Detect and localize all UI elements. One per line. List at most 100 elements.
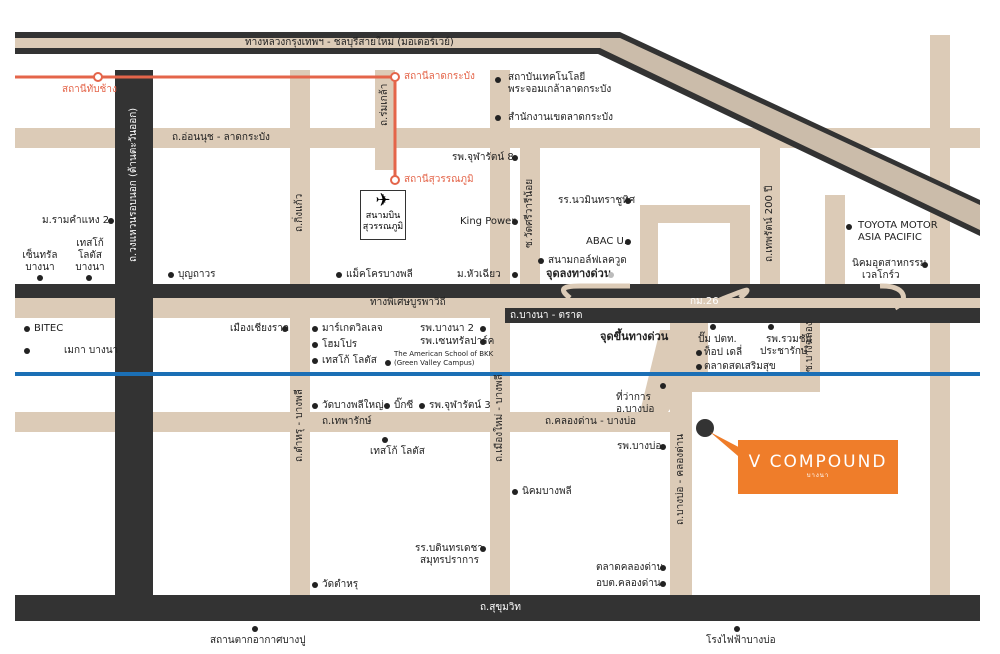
place-huachiew: ม.หัวเฉียว	[457, 269, 501, 280]
place-marker	[24, 326, 30, 332]
place-makro-bangphli: แม็คโครบางพลี	[346, 269, 413, 280]
place-marker	[660, 444, 666, 450]
road-diagonal	[640, 330, 690, 412]
place-district-office-2: อ.บางบ่อ	[616, 404, 655, 415]
place-marker	[660, 581, 666, 587]
road-label-kingkaeo: ถ.กิ่งแก้ว	[294, 193, 305, 232]
ramp-left	[561, 283, 630, 300]
road-onnut	[15, 128, 980, 148]
place-bangpu-station: สถานตากอากาศบางปู	[210, 635, 306, 646]
place-american-school-1: The American School of BKK	[394, 350, 494, 358]
place-district-office-1: ที่ว่าการ	[616, 392, 651, 403]
place-marker	[696, 364, 702, 370]
place-marker	[922, 262, 928, 268]
road-label-wat-srivaree: ซ.วัดศรีวารีน้อย	[524, 178, 535, 248]
place-ruamchai-2: ประชารักษ์	[760, 346, 808, 357]
place-marker	[336, 272, 342, 278]
place-bangbo-power: โรงไฟฟ้าบางบ่อ	[706, 635, 776, 646]
place-king-power: King Power	[460, 216, 516, 227]
place-marker	[625, 198, 631, 204]
station-thapchang-label: สถานีทับช้าง	[62, 84, 117, 95]
place-marker	[312, 326, 318, 332]
place-marker	[734, 626, 740, 632]
place-klongdan-market: ตลาดคลองด่าน	[596, 562, 664, 573]
place-marker	[660, 565, 666, 571]
place-bunthavorn: บุญถาวร	[178, 269, 216, 280]
place-marker	[480, 546, 486, 552]
place-lotus-bangna-1: เทสโก้	[76, 238, 104, 249]
road-motorway-inner	[600, 38, 980, 230]
place-ruamchai-1: รพ.รวมชัย	[766, 334, 812, 345]
place-marker	[710, 324, 716, 330]
place-marker	[660, 383, 666, 389]
place-marker	[382, 437, 388, 443]
place-latkrabang-office: สำนักงานเขตลาดกระบัง	[508, 112, 613, 123]
place-marker	[512, 155, 518, 161]
place-marker	[37, 275, 43, 281]
place-toyota-2: ASIA PACIFIC	[858, 232, 922, 243]
place-mueang-chiangrak: เมืองเชียงราก	[230, 323, 289, 334]
road-kingkaeo	[290, 70, 310, 600]
road-label-onnut: ถ.อ่อนนุช - ลาดกระบัง	[172, 132, 270, 143]
road-label-romklao: ถ.ร่มเกล้า	[379, 83, 390, 126]
place-bitec: BITEC	[34, 323, 64, 334]
road-mueang-bangphli	[490, 70, 510, 600]
place-marker	[312, 403, 318, 409]
place-marker	[625, 239, 631, 245]
place-kmitl-1: สถาบันเทคโนโลยี	[508, 72, 586, 83]
place-marker	[846, 224, 852, 230]
place-marker	[480, 326, 486, 332]
place-marker	[512, 489, 518, 495]
station-latkrabang-label: สถานีลาดกระบัง	[404, 71, 475, 82]
road-label-bangbo-klongdan: ถ.บางบ่อ - คลองด่าน	[675, 433, 686, 525]
road-label-burapha: ทางพิเศษบูรพาวิถี	[370, 297, 446, 308]
place-kmitl-2: พระจอมเกล้าลาดกระบัง	[508, 84, 612, 95]
place-chularat8: รพ.จุฬารัตน์ 8	[452, 152, 514, 163]
road-golf-loop-right	[730, 205, 750, 300]
place-marker	[168, 272, 174, 278]
airplane-icon: ✈	[375, 190, 391, 211]
place-marker	[24, 348, 30, 354]
place-abac: ABAC U.	[586, 236, 628, 247]
place-lotus-bangna-3: บางนา	[75, 262, 105, 273]
place-marker	[495, 115, 501, 121]
project-logo-box: V COMPOUND บางนา	[738, 440, 898, 494]
place-navamin-school: รร.นวมินทราชูทิศ	[558, 195, 636, 206]
road-label-thepharak: ถ.เทพารักษ์	[322, 416, 372, 427]
station-latkrabang-marker	[390, 72, 400, 82]
project-location-pin	[696, 419, 714, 437]
road-ring-east	[115, 70, 153, 600]
road-bangna-trad-dark	[505, 308, 980, 323]
place-lotus-bangna-2: โลตัส	[77, 250, 103, 261]
place-wat-bangphli-yai: วัดบางพลีใหญ่	[322, 400, 384, 411]
place-marker	[86, 275, 92, 281]
place-homepro: โฮมโปร	[322, 339, 358, 350]
road-label-mueang-bangphli: ถ.เมืองใหม่ - บางพลี	[494, 374, 505, 462]
project-subtitle: บางนา	[806, 472, 830, 479]
place-marker	[312, 582, 318, 588]
road-label-ring-east: ถ.วงแหวนรอบนอก (ด้านตะวันออก)	[128, 107, 139, 262]
place-welgrow-2: เวลโกร์ว	[862, 270, 900, 281]
ramp-right	[879, 283, 906, 311]
road-wat-srivaree	[520, 140, 540, 300]
road-label-bangna-trad: ถ.บางนา - ตราด	[510, 310, 583, 321]
road-label-tamru-bangphli: ถ.ตำหรุ - บางพลี	[294, 389, 305, 462]
place-bangbo-hospital: รพ.บางบ่อ	[617, 441, 662, 452]
road-golf-loop-top	[640, 205, 750, 223]
place-marker	[282, 326, 288, 332]
place-marker	[608, 272, 614, 278]
place-central-bangna-1: เซ็นทรัล	[22, 250, 58, 261]
place-soemsuk-market: ตลาดสดเสริมสุข	[704, 361, 776, 372]
place-marker	[252, 626, 258, 632]
road-label-km26: กม.26	[690, 296, 719, 307]
place-ramkhamhaeng2: ม.รามคำแหง 2	[42, 215, 110, 226]
station-suvarnabhumi-label: สถานีสุวรรณภูมิ	[404, 174, 474, 185]
road-label-sukhumvit: ถ.สุขุมวิท	[480, 602, 521, 613]
road-label-klongdan-bangbo: ถ.คลองด่าน - บางบ่อ	[545, 416, 637, 427]
place-central-park-hospital: รพ.เซนทรัลปาร์ค	[420, 336, 495, 347]
place-marker	[480, 339, 486, 345]
place-marker	[538, 258, 544, 264]
place-lotus-bangphli: เทสโก้ โลตัส	[322, 355, 377, 366]
place-marker	[512, 272, 518, 278]
